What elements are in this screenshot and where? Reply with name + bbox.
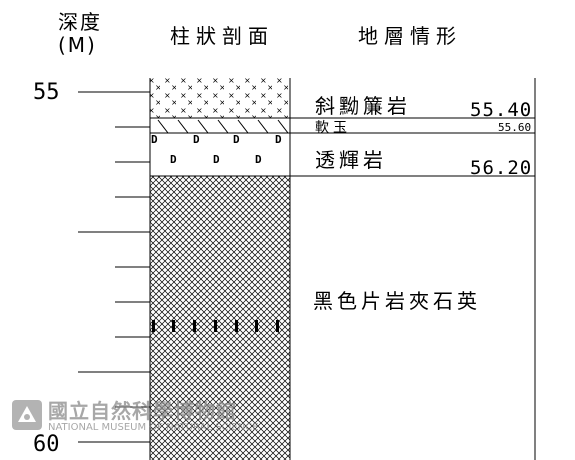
- boundary-depth-2: 55.60: [498, 121, 532, 134]
- boundary-depth-1: 55.40: [470, 99, 533, 121]
- depth-header: 深度 (M): [58, 6, 102, 57]
- layer-fill-clinozoisite: [150, 78, 290, 118]
- depth-header-unit: (M): [58, 33, 97, 57]
- layer-name-clinozoisite: 斜黝簾岩: [315, 94, 411, 118]
- column-header: 柱狀剖面: [170, 24, 274, 48]
- lithology-header: 地層情形: [358, 24, 462, 48]
- svg-text:D: D: [193, 133, 200, 146]
- layer-fill-diopsidite: D D D D D D D: [151, 133, 282, 166]
- layer-name-nephrite: 軟玉: [315, 120, 351, 136]
- svg-text:D: D: [213, 153, 220, 166]
- watermark-english: NATIONAL MUSEUM OF NATURAL SCIENCE: [48, 422, 259, 433]
- boundary-depth-3: 56.20: [470, 157, 533, 179]
- layer-fill-black-schist: [150, 176, 290, 460]
- layer-fill-nephrite: [157, 119, 289, 134]
- svg-text:D: D: [275, 133, 282, 146]
- museum-watermark: 國立自然科學博物館 NATIONAL MUSEUM OF NATURAL SCI…: [10, 395, 270, 435]
- svg-text:D: D: [233, 133, 240, 146]
- depth-ticks: [78, 91, 150, 443]
- quartz-veins: [152, 320, 279, 332]
- svg-text:D: D: [170, 153, 177, 166]
- depth-label-bottom: 60: [33, 432, 60, 457]
- layer-name-black-schist: 黑色片岩夾石英: [313, 289, 481, 313]
- depth-header-label: 深度: [58, 10, 102, 34]
- watermark-chinese: 國立自然科學博物館: [48, 399, 237, 423]
- layer-name-diopsidite: 透輝岩: [315, 148, 387, 172]
- depth-label-top: 55: [33, 80, 60, 105]
- museum-logo-icon: [12, 400, 42, 430]
- svg-text:D: D: [255, 153, 262, 166]
- svg-text:D: D: [151, 133, 158, 146]
